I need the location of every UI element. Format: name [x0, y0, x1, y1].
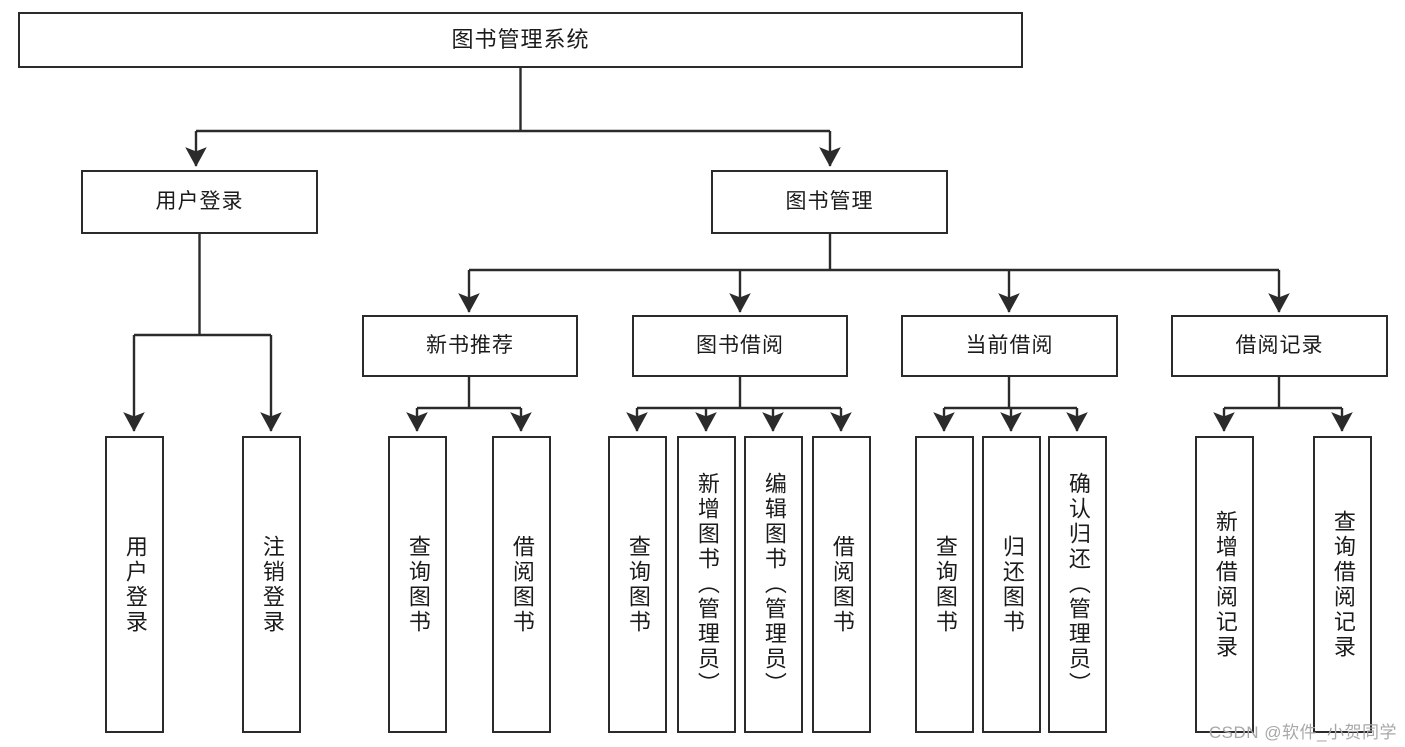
leaf-borrow-edit-book-admin[interactable]: 编辑图书（管理员）	[744, 436, 803, 733]
leaf-current-query-book[interactable]: 查询图书	[915, 436, 974, 733]
node-new-book-recommend[interactable]: 新书推荐	[362, 315, 578, 377]
csdn-watermark: CSDN @软件_小贺同学	[1208, 723, 1397, 742]
node-label: 归还图书	[999, 534, 1025, 635]
node-label: 图书管理	[785, 189, 874, 213]
node-label: 查询借阅记录	[1330, 509, 1356, 660]
leaf-recommend-query-book[interactable]: 查询图书	[388, 436, 447, 733]
leaf-borrow-query-book[interactable]: 查询图书	[608, 436, 667, 733]
node-label: 借阅记录	[1235, 333, 1324, 357]
leaf-record-query-record[interactable]: 查询借阅记录	[1313, 436, 1372, 733]
leaf-borrow-add-book-admin[interactable]: 新增图书（管理员）	[677, 436, 736, 733]
node-borrow-record[interactable]: 借阅记录	[1171, 315, 1388, 377]
leaf-record-add-record[interactable]: 新增借阅记录	[1195, 436, 1254, 733]
node-label: 查询图书	[405, 534, 431, 635]
node-label: 编辑图书（管理员）	[761, 472, 787, 697]
node-label: 确认归还（管理员）	[1065, 472, 1091, 697]
node-label: 图书借阅	[696, 333, 784, 357]
node-label: 图书管理系统	[451, 27, 590, 53]
leaf-user-login-logout[interactable]: 注销登录	[242, 436, 301, 733]
leaf-user-login-login[interactable]: 用户登录	[105, 436, 164, 733]
leaf-borrow-borrow-book[interactable]: 借阅图书	[812, 436, 871, 733]
node-label: 查询图书	[625, 534, 651, 635]
node-label: 用户登录	[155, 189, 244, 213]
node-label: 新书推荐	[426, 333, 514, 357]
node-book-borrow[interactable]: 图书借阅	[632, 315, 848, 377]
node-book-management[interactable]: 图书管理	[711, 170, 948, 234]
node-label: 新增图书（管理员）	[694, 472, 720, 697]
node-current-borrow[interactable]: 当前借阅	[901, 315, 1118, 377]
node-label: 新增借阅记录	[1212, 509, 1238, 660]
leaf-recommend-borrow-book[interactable]: 借阅图书	[492, 436, 551, 733]
node-root-system[interactable]: 图书管理系统	[18, 12, 1023, 68]
node-user-login[interactable]: 用户登录	[81, 170, 318, 234]
leaf-current-confirm-return-admin[interactable]: 确认归还（管理员）	[1048, 436, 1107, 733]
leaf-current-return-book[interactable]: 归还图书	[982, 436, 1041, 733]
node-label: 用户登录	[122, 534, 148, 635]
node-label: 查询图书	[932, 534, 958, 635]
node-label: 当前借阅	[965, 333, 1054, 357]
node-label: 借阅图书	[509, 534, 535, 635]
node-label: 借阅图书	[829, 534, 855, 635]
node-label: 注销登录	[259, 534, 285, 635]
